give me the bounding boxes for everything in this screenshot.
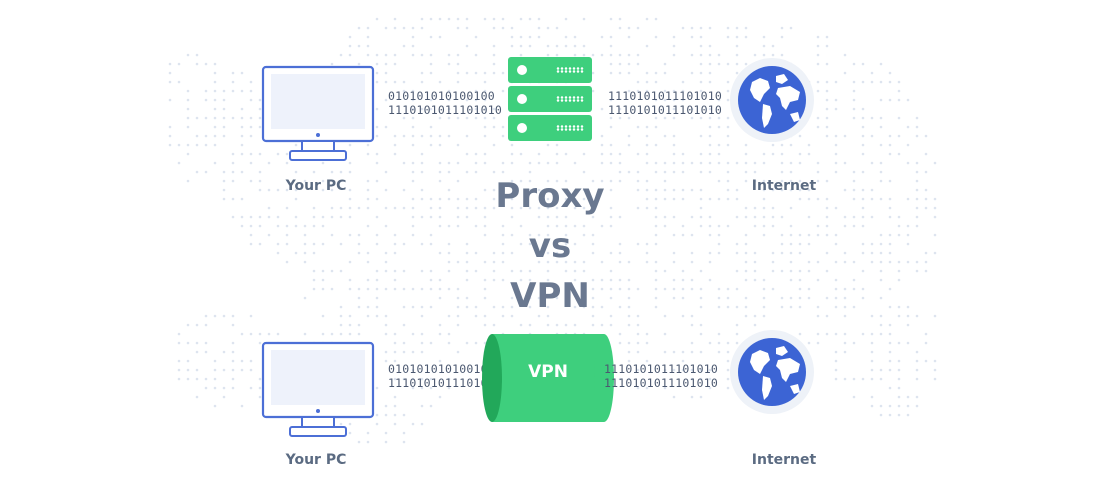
monitor-icon	[261, 65, 375, 161]
vpn-bits-right: 1110101011101010 1110101011101010	[604, 362, 718, 390]
bits-line: 010101010100100	[388, 89, 495, 103]
vpn-pc-label: Your PC	[285, 452, 347, 468]
proxy-bits-left: 010101010100100 1110101011101010	[388, 89, 502, 117]
bits-line: 1110101011101010	[604, 376, 718, 390]
bits-line: 1110101011101010	[388, 103, 502, 117]
globe-icon	[730, 58, 814, 142]
vpn-internet-label: Internet	[751, 452, 817, 468]
vpn-tunnel-label: VPN	[528, 362, 568, 382]
server-unit	[508, 57, 592, 83]
proxy-internet-label: Internet	[751, 178, 817, 194]
server-unit	[508, 115, 592, 141]
proxy-pc-label: Your PC	[285, 178, 347, 194]
title-proxy: Proxy	[495, 176, 605, 216]
proxy-bits-right: 1110101011101010 1110101011101010	[608, 89, 722, 117]
bits-line: 1110101011101010	[604, 362, 718, 376]
server-unit	[508, 86, 592, 112]
title-vs: vs	[528, 226, 572, 266]
bits-line: 1110101011101010	[608, 103, 722, 117]
globe-icon	[730, 330, 814, 414]
monitor-icon	[261, 341, 375, 437]
bits-line: 1110101011101010	[388, 376, 502, 390]
bits-line: 1110101011101010	[608, 89, 722, 103]
vpn-tunnel-icon	[482, 334, 614, 422]
vpn-bits-left: 010101010100100 1110101011101010	[388, 362, 502, 390]
bits-line: 010101010100100	[388, 362, 495, 376]
title-vpn: VPN	[510, 276, 590, 316]
